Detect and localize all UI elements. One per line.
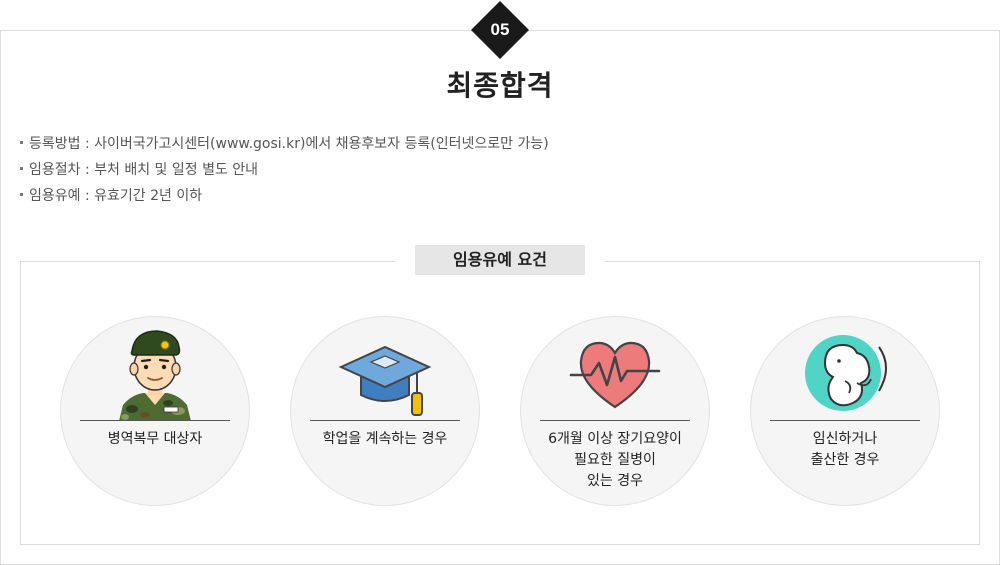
graduation-cap-icon xyxy=(338,345,432,416)
card-label: 6개월 이상 장기요양이 필요한 질병이 있는 경우 xyxy=(548,431,682,489)
card-pregnancy: 임신하거나 출산한 경우 xyxy=(750,316,940,506)
step-badge: 05 xyxy=(470,0,530,60)
info-item-registration: 등록방법 : 사이버국가고시센터(www.gosi.kr)에서 채용후보자 등록… xyxy=(20,131,549,157)
section-title: 임용유예 요건 xyxy=(415,245,585,275)
info-item-deferral: 임용유예 : 유효기간 2년 이하 xyxy=(20,183,549,209)
card-divider xyxy=(80,420,230,421)
info-item-procedure: 임용절차 : 부처 배치 및 일정 별도 안내 xyxy=(20,157,549,183)
card-divider xyxy=(310,420,460,421)
info-list: 등록방법 : 사이버국가고시센터(www.gosi.kr)에서 채용후보자 등록… xyxy=(20,131,549,209)
soldier-icon xyxy=(119,330,191,421)
card-label: 학업을 계속하는 경우 xyxy=(322,431,448,447)
heart-pulse-icon xyxy=(569,341,661,409)
card-divider xyxy=(770,420,920,421)
card-continuing-study: 학업을 계속하는 경우 xyxy=(290,316,480,506)
card-military-service: 병역복무 대상자 xyxy=(60,316,250,506)
card-label: 임신하거나 출산한 경우 xyxy=(810,431,880,468)
bullet-icon xyxy=(20,192,23,196)
card-long-term-illness: 6개월 이상 장기요양이 필요한 질병이 있는 경우 xyxy=(520,316,710,506)
diamond-badge-icon xyxy=(471,1,529,59)
bullet-icon xyxy=(20,166,23,170)
fetus-icon xyxy=(805,335,887,411)
bullet-icon xyxy=(20,140,23,144)
page-title: 최종합격 xyxy=(446,69,554,102)
card-divider xyxy=(540,420,690,421)
card-label: 병역복무 대상자 xyxy=(107,431,203,447)
step-number: 05 xyxy=(490,20,510,39)
section-title-wrap: 임용유예 요건 xyxy=(395,245,605,275)
